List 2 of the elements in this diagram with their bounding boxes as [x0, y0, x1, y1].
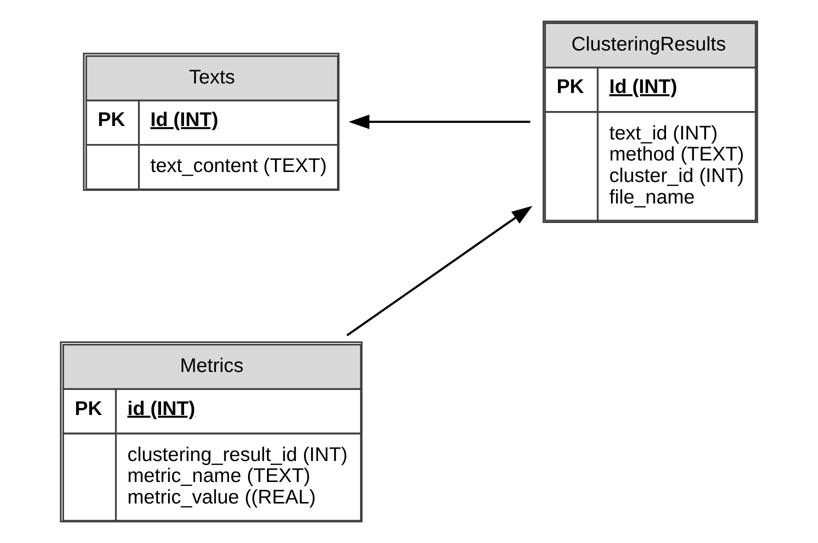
- arrow: [348, 114, 530, 130]
- arrow: [346, 206, 532, 336]
